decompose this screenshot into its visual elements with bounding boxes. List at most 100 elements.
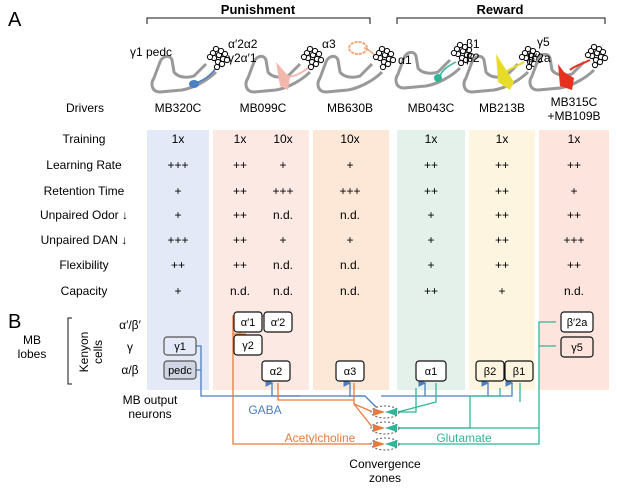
driver-mb043c: MB043C	[408, 101, 455, 115]
reward-bracket	[396, 17, 606, 24]
table-cell: +	[174, 284, 181, 298]
mb-neuron-icon-1	[150, 45, 231, 94]
compartment-label-bp2a: β′2a	[567, 317, 589, 329]
table-cell: ++	[495, 184, 509, 198]
compartment-ap2: α′2	[263, 311, 293, 333]
panel-label-a: A	[8, 9, 22, 31]
compartment-g5: γ5	[560, 336, 594, 358]
compartment-b1: β1	[504, 360, 534, 382]
table-cell: +	[346, 233, 353, 247]
table-cell: 1x	[496, 132, 509, 146]
compartment-a3: α3	[335, 360, 365, 382]
mb-neuron-icon-3	[316, 41, 397, 94]
row-label-3: Unpaired Odor ↓	[40, 208, 128, 222]
neuron-label-a3: α3	[322, 37, 336, 51]
mb-neuron-icons	[150, 41, 609, 94]
lobe-row-ab: α/β	[121, 363, 138, 377]
driver-mb213b: MB213B	[479, 101, 525, 115]
table-cell: n.d.	[273, 284, 293, 298]
panel-label-b: B	[8, 311, 21, 333]
table-cell: ++	[567, 158, 581, 172]
compartment-label-g2: γ2	[242, 340, 254, 352]
col-bg-mb630b	[313, 130, 389, 390]
neuron-label-bp2a: β′2a	[528, 51, 551, 65]
table-cell: ++	[424, 284, 438, 298]
table-cell: +	[346, 158, 353, 172]
neuron-label-a1: α1	[398, 53, 412, 67]
compartment-g2: γ2	[233, 334, 263, 356]
compartment-label-g5: γ5	[571, 342, 583, 354]
table-cell: 1x	[425, 132, 438, 146]
table-cell: ++	[495, 233, 509, 247]
lobes-label: lobes	[18, 347, 47, 361]
mb-neuron-icon-6	[528, 43, 609, 92]
table-cell: n.d.	[273, 208, 293, 222]
table-cell: ++	[233, 208, 247, 222]
output-neurons-label-2: neurons	[128, 407, 171, 421]
compartment-ap1: α′1	[233, 311, 263, 333]
compartment-a2: α2	[261, 360, 291, 382]
table-cell: +++	[167, 158, 188, 172]
neuron-label-gamma1-pedc: γ1 pedc	[130, 45, 172, 59]
row-label-1: Learning Rate	[46, 158, 122, 172]
gaba-label: GABA	[248, 403, 281, 417]
acetylcholine-label: Acetylcholine	[285, 431, 356, 445]
table-cell: ++	[171, 258, 185, 272]
table-cell: +	[279, 233, 286, 247]
lobe-row-apbp: α′/β′	[119, 318, 141, 332]
group-title-reward: Reward	[477, 2, 524, 17]
table-cell: +++	[339, 184, 360, 198]
neuron-label-g5: γ5	[537, 35, 550, 49]
compartment-label-b2: β2	[484, 366, 496, 378]
convergence-label-2: zones	[369, 471, 401, 485]
table-cell: +	[279, 158, 286, 172]
table-cell: ++	[567, 258, 581, 272]
neuron-label-a2: α′2α2	[228, 37, 258, 51]
table-cell: +	[174, 208, 181, 222]
driver-mb315c: MB315C	[551, 95, 598, 109]
lobe-row-gamma: γ	[127, 340, 133, 354]
compartment-label-a3: α3	[344, 366, 356, 378]
compartment-label-a2: α2	[270, 366, 282, 378]
table-cell: 1x	[568, 132, 581, 146]
punishment-bracket	[146, 17, 371, 24]
compartment-label-ap2: α′2	[271, 317, 286, 329]
table-cell: ++	[495, 258, 509, 272]
cells-label: cells	[91, 340, 105, 364]
neuron-label-g2: γ2α′1	[228, 51, 257, 65]
convergence-zone-3	[370, 437, 400, 451]
driver-mb099c: MB099C	[240, 101, 287, 115]
col-bg-mb213b	[469, 130, 535, 390]
table-cell: +	[427, 208, 434, 222]
mb-neuron-icon-2	[244, 45, 325, 94]
mb-label: MB	[23, 333, 41, 347]
convergence-zone-1	[370, 405, 400, 419]
compartment-bp2a: β′2a	[560, 311, 594, 333]
table-cell: ++	[233, 258, 247, 272]
compartment-g1: γ1	[163, 336, 197, 356]
table-cell: n.d.	[340, 284, 360, 298]
drivers-label: Drivers	[66, 101, 104, 115]
table-cell: +	[174, 184, 181, 198]
compartment-label-g1: γ1	[174, 341, 186, 353]
compartment-label-ap1: α′1	[241, 317, 256, 329]
row-label-0: Training	[63, 132, 106, 146]
table-cell: ++	[233, 158, 247, 172]
row-label-5: Flexibility	[59, 258, 108, 272]
output-neurons-label-1: MB output	[123, 393, 178, 407]
table-cell: ++	[424, 184, 438, 198]
compartment-b2: β2	[475, 360, 505, 382]
table-cell: n.d.	[564, 284, 584, 298]
compartment-label-b1: β1	[513, 366, 525, 378]
column-backgrounds	[147, 130, 609, 390]
table-cell: 10x	[340, 132, 359, 146]
driver-mb320c: MB320C	[155, 101, 202, 115]
row-label-2: Retention Time	[44, 184, 125, 198]
table-cell: +	[498, 284, 505, 298]
lobes-bracket	[67, 317, 72, 385]
glutamate-label: Glutamate	[436, 431, 492, 445]
table-cell: 1x	[234, 132, 247, 146]
table-cell: n.d.	[340, 258, 360, 272]
